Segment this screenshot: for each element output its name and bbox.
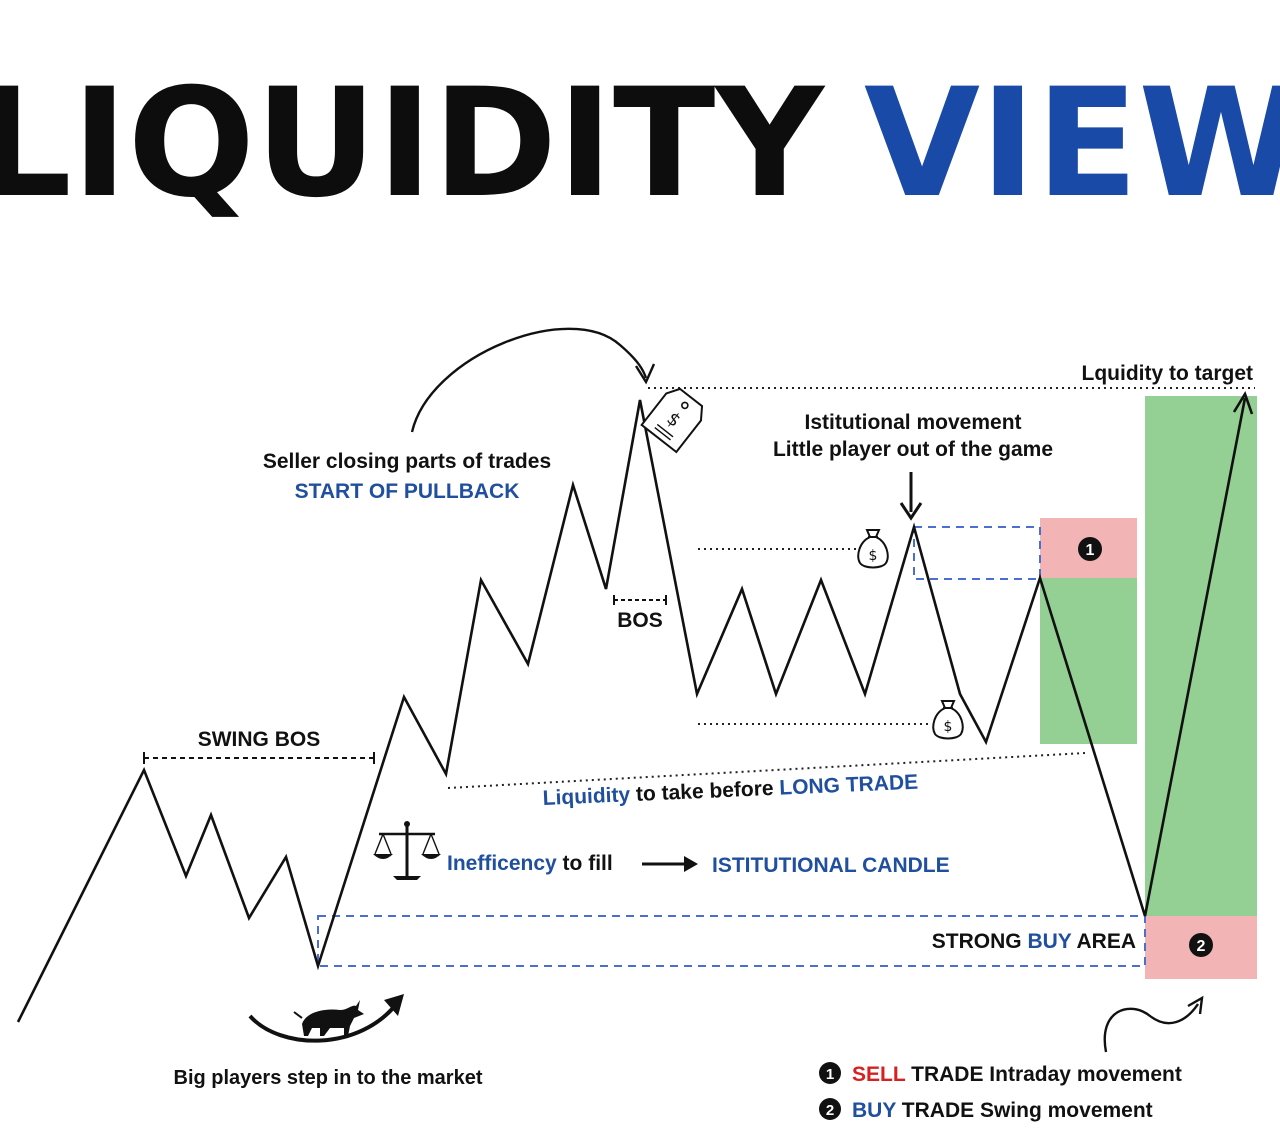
legend: 1 SELL TRADE Intraday movement 2 BUY TRA… [819,1062,1182,1122]
seller-curved-arrow [410,327,648,433]
liquidity-target-label: Lquidity to target [1082,362,1254,385]
marker-two-text: 2 [1197,938,1206,955]
inefficiency-label: Inefficency to fill [447,852,613,875]
start-pullback-label: START OF PULLBACK [295,480,520,503]
bos-label: BOS [617,609,663,632]
legend-2-text: BUY TRADE Swing movement [852,1099,1153,1122]
marker-two-circle [1189,933,1213,957]
inst-movement-label-1: Istitutional movement [804,411,1021,434]
buy-zone-outline [317,915,1146,967]
liquidity-take-label: Liquidity to take before LONG TRADE [542,771,918,810]
target-arrow-head [1232,390,1254,415]
liq-take-part-3: LONG TRADE [779,771,919,800]
legend-1-rest: TRADE Intraday movement [905,1063,1182,1086]
title-part-1: LIQUIDITY [0,57,826,231]
bull-swoosh [248,1000,400,1043]
ineff-part-2: to fill [557,852,613,875]
swing-bos-label: SWING BOS [198,728,321,751]
strong-buy-label: STRONG BUY AREA [932,930,1136,953]
legend-2-circle [819,1098,841,1120]
title-part-2: VIEW [864,57,1280,231]
marker-one-circle [1078,537,1102,561]
green-zone-intraday [1040,578,1137,744]
price-tag-icon: $ [640,387,704,454]
seller-arrow-head [634,363,656,385]
money-bag-icon: $ [857,529,889,569]
inst-movement-label-2: Little player out of the game [773,438,1053,461]
svg-text:$: $ [944,719,953,735]
long-trade-liquidity-line [447,752,1086,789]
ineff-part-1: Inefficency [447,852,557,875]
marker-one-text: 1 [1086,542,1095,559]
legend-2-action: BUY [852,1099,896,1122]
strong-buy-part-1: STRONG [932,930,1028,953]
strong-buy-part-3: AREA [1071,930,1136,953]
strong-buy-part-2: BUY [1027,930,1071,953]
legend-squiggle-arrow [1103,1003,1199,1053]
liq-take-part-1: Liquidity [542,783,631,810]
price-path [16,397,1247,1023]
inst-candle-label: ISTITUTIONAL CANDLE [712,854,950,877]
money-bag-icon: $ [932,700,964,740]
sell-zone-outline [913,526,1041,580]
legend-squiggle-head [1187,995,1204,1015]
liq-take-part-2: to take before [630,777,780,806]
legend-1-circle [819,1062,841,1084]
seller-closing-label: Seller closing parts of trades [263,450,551,473]
legend-1-text: SELL TRADE Intraday movement [852,1063,1182,1086]
legend-2-num: 2 [826,1102,834,1119]
legend-1-action: SELL [852,1063,906,1086]
green-zone-swing [1145,396,1257,916]
inst-down-arrow-head [899,502,923,521]
svg-text:$: $ [869,548,878,564]
scale-icon [373,821,441,880]
legend-1-num: 1 [826,1066,834,1083]
bull-swoosh-head [384,994,404,1016]
ineff-arrow-head [684,856,698,872]
legend-2-rest: TRADE Swing movement [896,1099,1153,1122]
bull-icon [293,1000,364,1036]
big-players-label: Big players step in to the market [174,1067,483,1089]
